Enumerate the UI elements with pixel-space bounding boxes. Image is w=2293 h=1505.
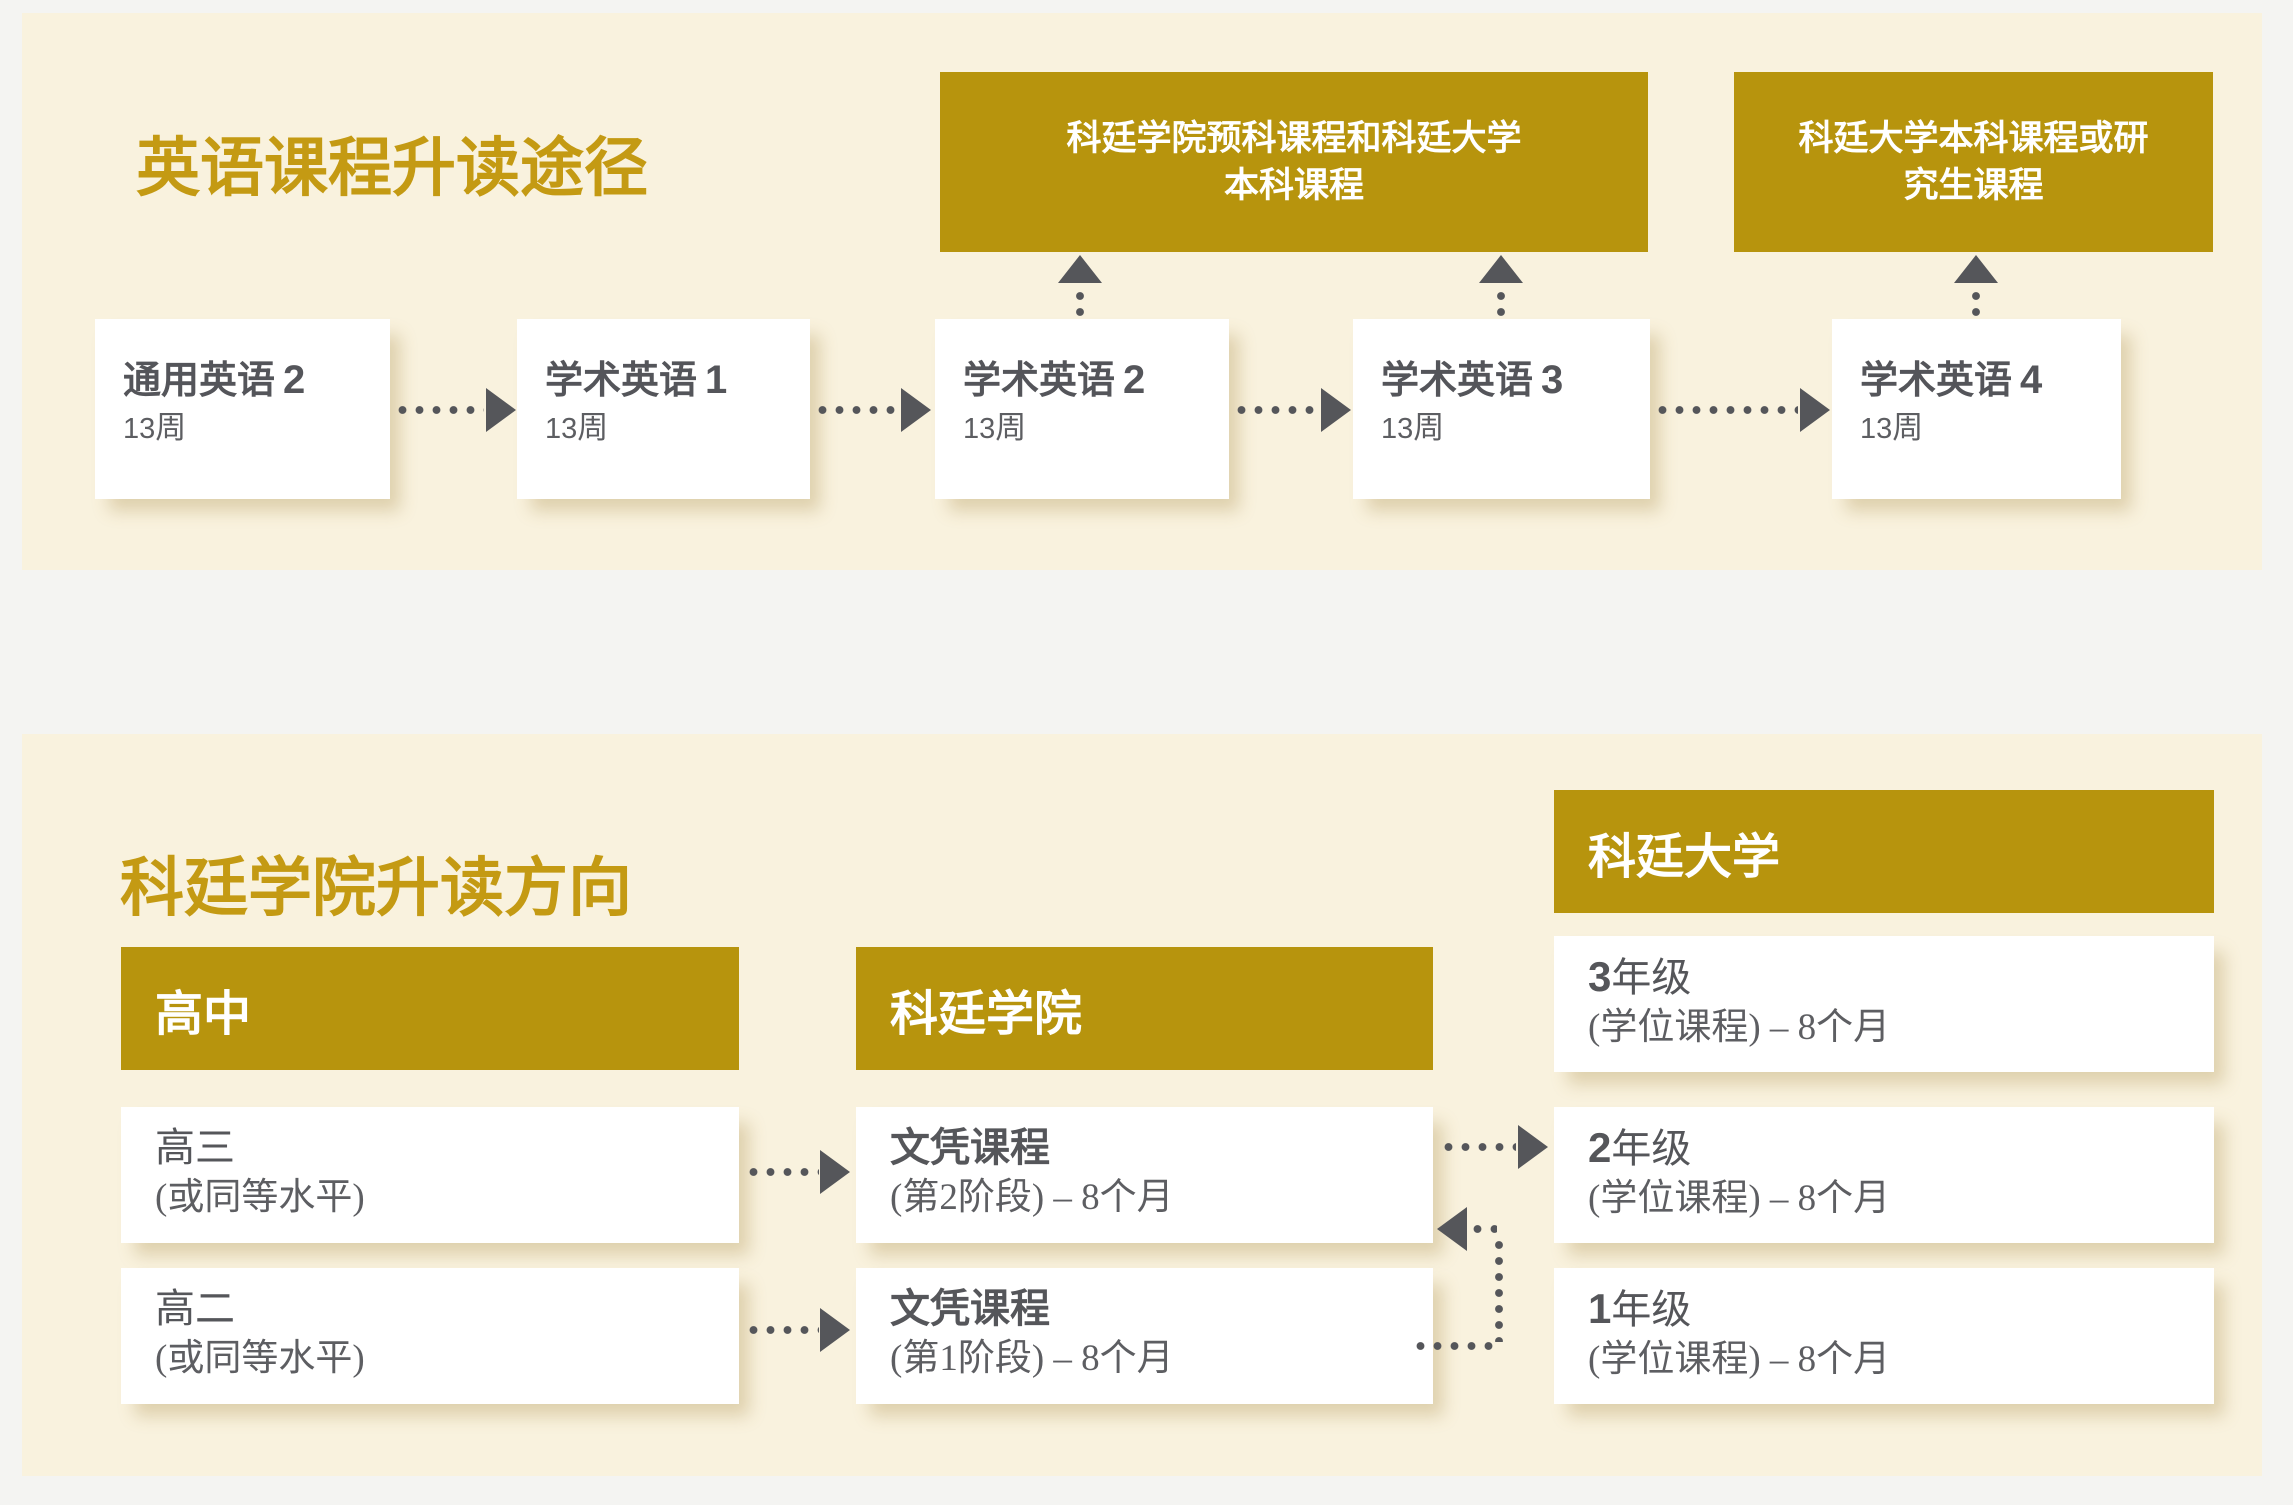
arrow-dots bbox=[1497, 288, 1505, 319]
arrow-dots bbox=[1412, 1342, 1496, 1350]
arrow-dots bbox=[1495, 1237, 1503, 1342]
duration-value: 13 bbox=[545, 413, 578, 445]
box-year1: 1年级 (学位课程) – 8个月 bbox=[1554, 1268, 2214, 1404]
course-number: 2 bbox=[283, 358, 306, 402]
year-label: 1年级 bbox=[1588, 1284, 2214, 1335]
arrow-dots bbox=[745, 1168, 819, 1176]
year-label: 2年级 bbox=[1588, 1123, 2214, 1174]
arrowhead-right-icon bbox=[1518, 1125, 1548, 1169]
column-header-curtin-university: 科廷大学 bbox=[1554, 790, 2214, 913]
year-detail: (学位课程) – 8个月 bbox=[1588, 1007, 1891, 1048]
course-name: 学术英语 bbox=[1860, 360, 2013, 402]
grade-detail: (或同等水平) bbox=[155, 1338, 365, 1379]
year-number: 3 bbox=[1588, 953, 1612, 1000]
box-senior2: 高二 (或同等水平) bbox=[121, 1268, 739, 1404]
column-header-highschool: 高中 bbox=[121, 947, 739, 1070]
diploma-label: 文凭课程 bbox=[890, 1286, 1050, 1331]
arrowhead-right-icon bbox=[486, 388, 516, 432]
arrow-dots bbox=[814, 406, 898, 414]
destination-box-line: 科廷大学本科课程或研 bbox=[1798, 119, 2149, 158]
duration-value: 13 bbox=[1381, 413, 1414, 445]
arrow-dots bbox=[745, 1326, 819, 1334]
arrowhead-right-icon bbox=[1800, 388, 1830, 432]
course-name: 学术英语 bbox=[963, 360, 1116, 402]
year-number: 1 bbox=[1588, 1285, 1612, 1332]
course-duration-label: 13周 bbox=[123, 410, 390, 447]
duration-unit: 周 bbox=[577, 410, 609, 445]
box-year3: 3年级 (学位课程) – 8个月 bbox=[1554, 936, 2214, 1072]
duration-unit: 周 bbox=[155, 410, 187, 445]
arrow-dots bbox=[1440, 1143, 1516, 1151]
arrowhead-left-icon bbox=[1437, 1207, 1467, 1251]
year-number: 2 bbox=[1588, 1124, 1612, 1171]
course-number: 1 bbox=[705, 358, 728, 402]
duration-unit: 周 bbox=[995, 410, 1027, 445]
course-duration-label: 13周 bbox=[545, 410, 810, 447]
course-number: 2 bbox=[1123, 358, 1146, 402]
box-diploma-stage2: 文凭课程 (第2阶段) – 8个月 bbox=[856, 1107, 1433, 1243]
duration-unit: 周 bbox=[1413, 410, 1445, 445]
destination-foundation-bachelor-box: 科廷学院预科课程和科廷大学 本科课程 bbox=[940, 72, 1648, 252]
course-name: 学术英语 bbox=[545, 360, 698, 402]
arrow-dots bbox=[1233, 406, 1319, 414]
diploma-label: 文凭课程 bbox=[890, 1125, 1050, 1170]
diploma-detail: (第2阶段) – 8个月 bbox=[890, 1177, 1174, 1218]
box-year2: 2年级 (学位课程) – 8个月 bbox=[1554, 1107, 2214, 1243]
destination-box-line: 科廷学院预科课程和科廷大学 bbox=[1066, 119, 1522, 158]
year-label: 3年级 bbox=[1588, 952, 2214, 1003]
arrow-dots bbox=[1654, 406, 1798, 414]
arrow-dots bbox=[394, 406, 484, 414]
year-detail: (学位课程) – 8个月 bbox=[1588, 1178, 1891, 1219]
arrowhead-up-icon bbox=[1058, 255, 1102, 283]
arrowhead-right-icon bbox=[901, 388, 931, 432]
duration-value: 13 bbox=[123, 413, 156, 445]
year-suffix: 年级 bbox=[1611, 1287, 1692, 1332]
destination-box-line: 本科课程 bbox=[1223, 166, 1364, 205]
arrow-dots bbox=[1972, 288, 1980, 319]
arrow-dots bbox=[1076, 288, 1084, 319]
destination-bachelor-postgrad-box: 科廷大学本科课程或研 究生课程 bbox=[1734, 72, 2213, 252]
diploma-detail: (第1阶段) – 8个月 bbox=[890, 1338, 1174, 1379]
course-duration-label: 13周 bbox=[1381, 410, 1650, 447]
college-pathway-title: 科廷学院升读方向 bbox=[120, 852, 632, 924]
duration-unit: 周 bbox=[1892, 410, 1924, 445]
year-detail: (学位课程) – 8个月 bbox=[1588, 1339, 1891, 1380]
year-suffix: 年级 bbox=[1611, 1126, 1692, 1171]
arrowhead-right-icon bbox=[820, 1150, 850, 1194]
arrowhead-up-icon bbox=[1479, 255, 1523, 283]
grade-detail: (或同等水平) bbox=[155, 1177, 365, 1218]
arrowhead-right-icon bbox=[820, 1308, 850, 1352]
course-name: 通用英语 bbox=[123, 360, 276, 402]
duration-value: 13 bbox=[1860, 413, 1893, 445]
course-duration-label: 13周 bbox=[1860, 410, 2121, 447]
english-pathway-title: 英语课程升读途径 bbox=[136, 132, 648, 204]
box-senior3: 高三 (或同等水平) bbox=[121, 1107, 739, 1243]
course-name: 学术英语 bbox=[1381, 360, 1534, 402]
grade-label: 高三 bbox=[155, 1125, 235, 1170]
course-number: 4 bbox=[2020, 358, 2043, 402]
destination-box-line: 究生课程 bbox=[1903, 166, 2044, 205]
arrowhead-up-icon bbox=[1954, 255, 1998, 283]
year-suffix: 年级 bbox=[1611, 955, 1692, 1000]
arrowhead-right-icon bbox=[1321, 388, 1351, 432]
course-number: 3 bbox=[1541, 358, 1564, 402]
box-diploma-stage1: 文凭课程 (第1阶段) – 8个月 bbox=[856, 1268, 1433, 1404]
column-header-curtin-college: 科廷学院 bbox=[856, 947, 1433, 1070]
grade-label: 高二 bbox=[155, 1286, 235, 1331]
course-duration-label: 13周 bbox=[963, 410, 1229, 447]
arrow-dots bbox=[1469, 1225, 1497, 1233]
duration-value: 13 bbox=[963, 413, 996, 445]
